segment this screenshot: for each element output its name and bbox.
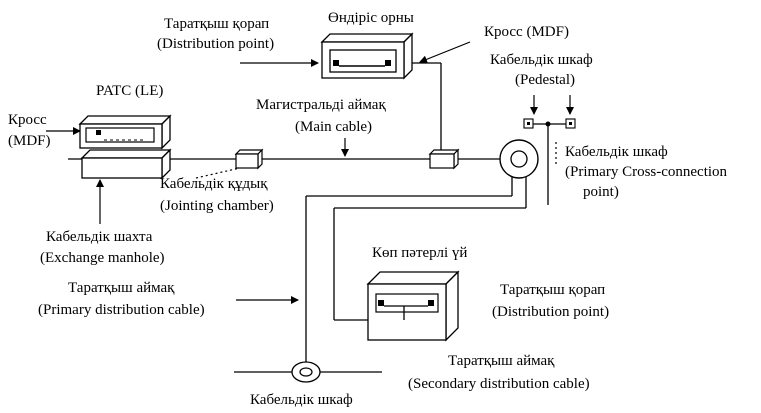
primary-cross-kk-label: Кабельдік шкаф [565,144,668,160]
arrow-mdf-top [419,41,471,64]
arrows [46,41,574,304]
mdf-left-kk-label: Кросс [8,112,47,128]
dist-point-top-en-label: (Distribution point) [157,36,274,52]
text-labels: Өндіріс орны Таратқыш қорап (Distributio… [8,10,728,408]
mdf-top-label: Кросс (MDF) [484,24,569,40]
production-site-box [320,32,414,80]
jointing-chamber-box [234,148,264,170]
production-site-label: Өндіріс орны [328,10,414,26]
mdf-left-en-label: (MDF) [8,133,51,149]
bottom-cabinet-circle [291,361,321,383]
pedestal-symbol [523,118,576,129]
dist-point-top-kk-label: Таратқыш қорап [164,16,269,32]
primary-dist-en-label: (Primary distribution cable) [38,302,205,318]
dist-point-right-kk-label: Таратқыш қорап [500,282,605,298]
pedestal-kk-label: Кабельдік шкаф [490,52,593,68]
secondary-dist-kk-label: Таратқыш аймақ [448,353,555,369]
jointing-kk-label: Кабельдік құдық [160,176,268,192]
manhole-kk-label: Кабельдік шахта [46,229,153,245]
primary-cross-connection-circle [499,139,539,179]
pedestal-en-label: (Pedestal) [515,72,575,88]
dist-point-right-en-label: (Distribution point) [492,304,609,320]
main-cable-en-label: (Main cable) [295,119,372,135]
apartment-house-box [366,270,460,342]
jointing-en-label: (Jointing chamber) [160,198,274,214]
patc-box [78,114,172,150]
secondary-dist-en-label: (Secondary distribution cable) [408,376,590,392]
manhole-en-label: (Exchange manhole) [40,250,165,266]
primary-cross-en1-label: (Primary Cross-connection [565,164,728,180]
apartment-label: Көп пәтерлі үй [372,245,467,261]
primary-cross-en2-label: point) [583,184,619,200]
main-cable-kk-label: Магистральді аймақ [256,97,386,113]
exchange-manhole-block [80,148,172,180]
cabinet-bottom-label: Кабельдік шкаф [250,392,353,408]
primary-dist-kk-label: Таратқыш аймақ [68,280,175,296]
riser-junction-box [428,148,460,170]
patc-label: PATC (LE) [96,83,163,99]
